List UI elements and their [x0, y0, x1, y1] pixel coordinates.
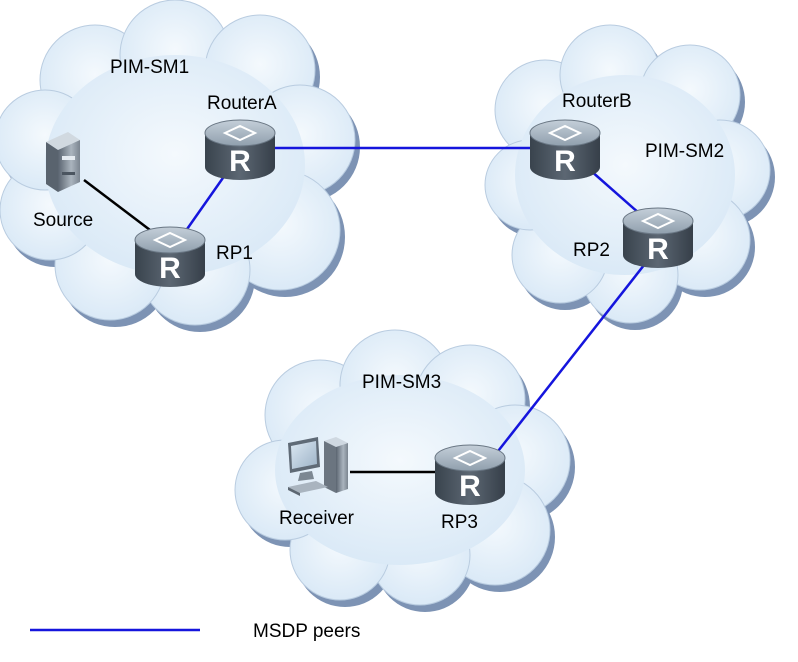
legend: MSDP peers [30, 621, 360, 642]
device-label-rp2: RP2 [573, 240, 610, 261]
device-label-rp1: RP1 [216, 243, 253, 264]
pc-icon [288, 437, 348, 496]
domain-label-pim-sm1: PIM-SM1 [110, 57, 189, 78]
link-rp1-routera-msdp [183, 174, 227, 233]
device-label-rp3: RP3 [441, 512, 478, 533]
device-label-routerb: RouterB [562, 91, 632, 112]
router-glyph: R [459, 470, 481, 503]
device-label-receiver: Receiver [279, 508, 355, 529]
legend-msdp-label: MSDP peers [253, 621, 360, 642]
domain-label-pim-sm3: PIM-SM3 [362, 372, 441, 393]
device-label-routera: RouterA [207, 93, 277, 114]
domain-label-pim-sm2: PIM-SM2 [645, 141, 724, 162]
router-icon: R [529, 119, 601, 180]
router-glyph: R [159, 252, 181, 285]
link-routerb-rp2-msdp [589, 169, 641, 215]
link-rp2-rp3-msdp [494, 259, 649, 456]
router-icon: R [434, 444, 506, 505]
server-icon [46, 132, 80, 192]
router-icon: R [622, 207, 694, 268]
router-glyph: R [647, 233, 669, 266]
link-source-rp1 [83, 179, 151, 231]
device-label-source: Source [33, 210, 93, 231]
router-glyph: R [229, 145, 251, 178]
router-glyph: R [554, 145, 576, 178]
cloud-pim-sm3 [234, 329, 575, 612]
router-icon: R [204, 119, 276, 180]
router-icon: R [134, 226, 206, 287]
